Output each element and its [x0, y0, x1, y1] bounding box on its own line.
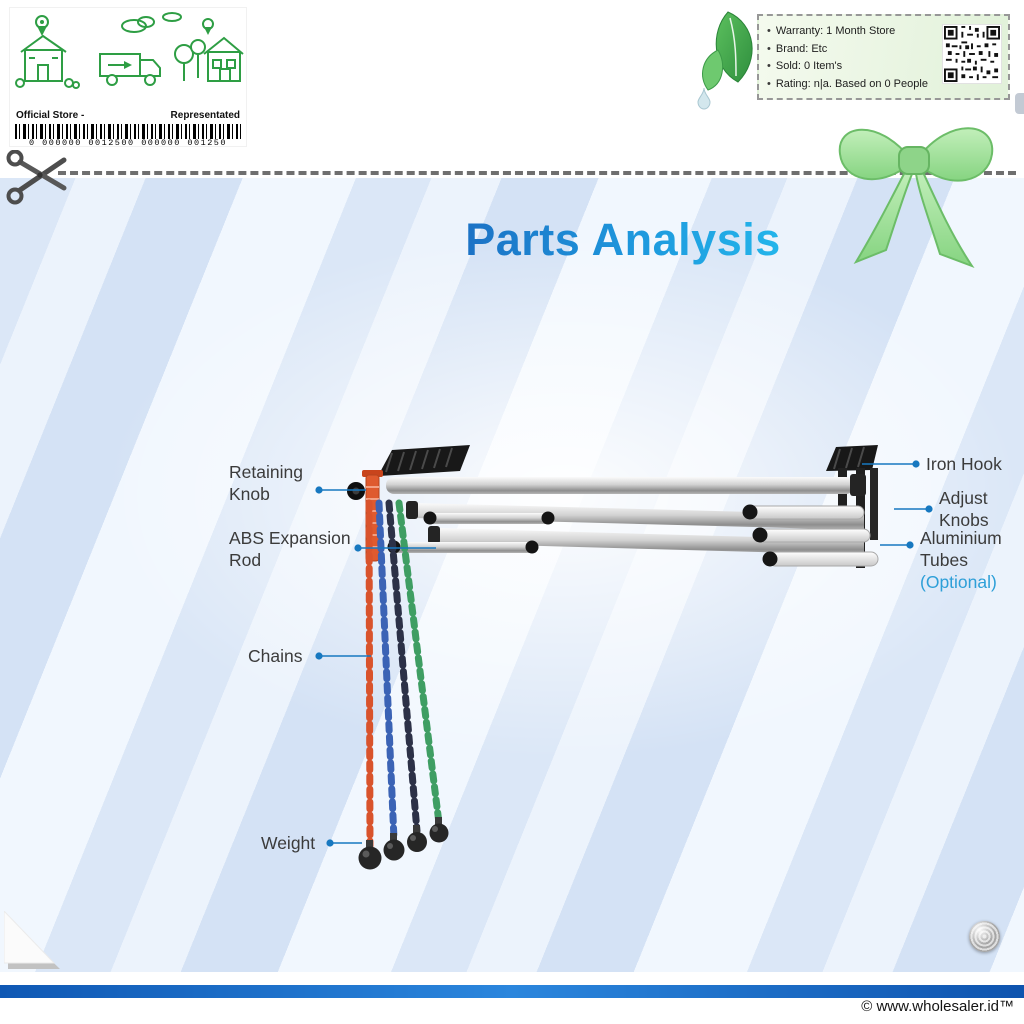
label-adjust-knobs: Adjust Knobs	[939, 488, 989, 531]
label-aluminium-tubes: Aluminium Tubes (Optional)	[920, 527, 1020, 593]
info-sold: •Sold: 0 Item's	[767, 60, 843, 73]
store-coupon-card: Official Store - Representated 0 000000 …	[10, 8, 246, 148]
bullet-icon: •	[767, 25, 771, 37]
product-info-box: •Warranty: 1 Month Store •Brand: Etc •So…	[757, 14, 1010, 100]
metallic-badge	[969, 921, 1000, 952]
label-abs-expansion-rod: ABS Expansion Rod	[229, 528, 351, 571]
barcode-digits: 0 000000 0012500 000000 001250	[28, 138, 228, 148]
tree-icon	[174, 39, 206, 81]
bullet-icon: •	[767, 60, 771, 73]
store-illustration	[15, 12, 244, 89]
location-pin-icon-right	[202, 18, 214, 35]
barcode	[15, 124, 241, 139]
official-store-label: Official Store -	[16, 110, 85, 121]
scissors-icon	[6, 149, 68, 206]
info-brand: •Brand: Etc	[767, 42, 828, 55]
label-optional-text: (Optional)	[920, 572, 997, 593]
label-aluminium-tubes-text: Aluminium Tubes	[920, 528, 1002, 571]
ribbon-bow-decoration	[818, 110, 1010, 272]
label-weight: Weight	[261, 833, 316, 853]
label-chains: Chains	[248, 646, 303, 666]
house-icon	[20, 34, 67, 82]
house-icon-right	[203, 36, 244, 82]
bullet-icon: •	[767, 42, 771, 55]
page-fold-corner	[3, 909, 66, 971]
copyright-text: © www.wholesaler.id™	[861, 998, 1014, 1015]
location-pin-icon	[35, 15, 49, 36]
represented-label: Representated	[170, 110, 240, 121]
footer-bar	[0, 985, 1024, 998]
info-rating: •Rating: n|a. Based on 0 People	[767, 77, 928, 90]
page-title: Parts Analysis	[403, 214, 843, 266]
label-retaining-knob: Retaining Knob	[229, 462, 303, 505]
cloud-icon	[121, 12, 182, 33]
dashed-cut-line	[58, 171, 1016, 175]
bullet-icon: •	[767, 77, 771, 90]
leaf-decoration-icon	[688, 8, 764, 112]
diagram-panel-background	[0, 178, 1024, 972]
delivery-truck-icon	[99, 53, 161, 86]
edge-tab	[1015, 93, 1024, 114]
label-iron-hook: Iron Hook	[926, 454, 1002, 474]
info-warranty: •Warranty: 1 Month Store	[767, 25, 896, 37]
qr-code	[942, 24, 1002, 84]
